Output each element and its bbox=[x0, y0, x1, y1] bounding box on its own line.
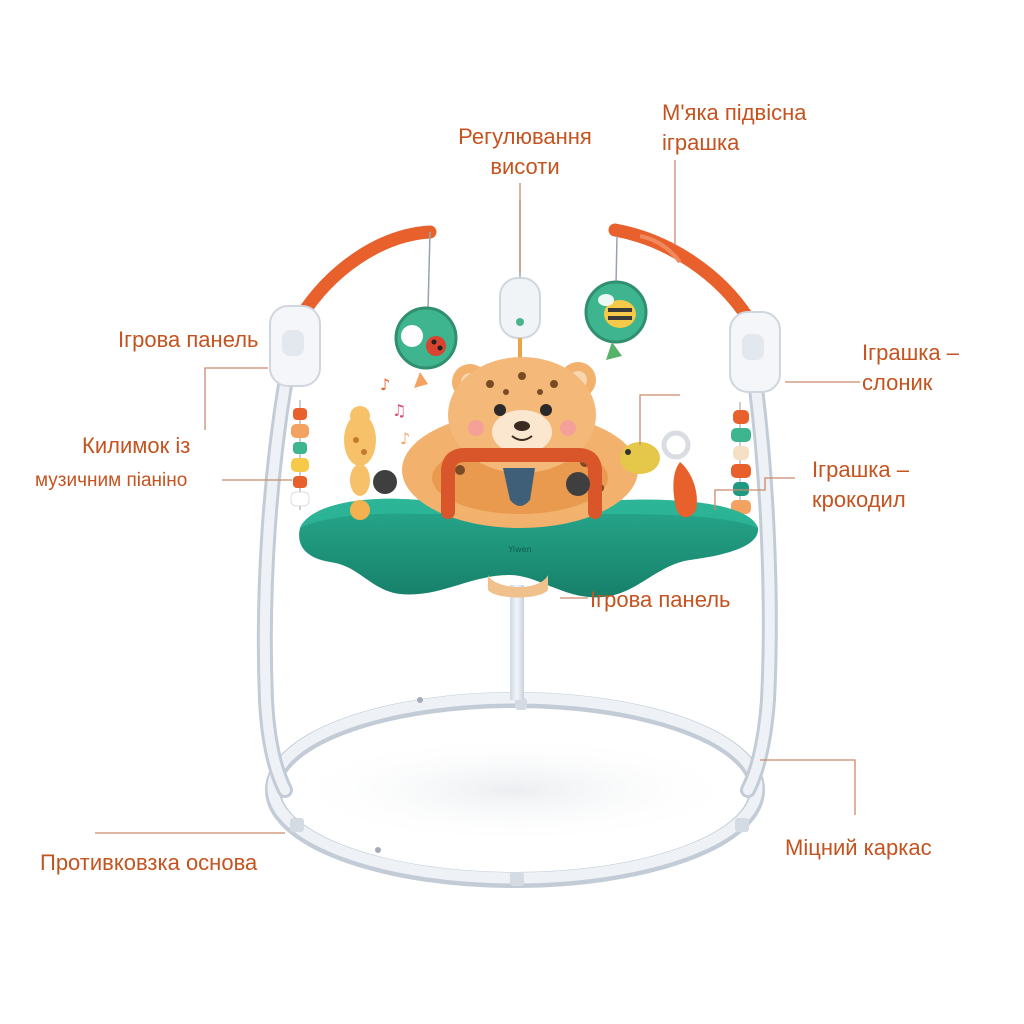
hanging-toy-bee bbox=[584, 280, 648, 360]
leopard-head bbox=[448, 357, 596, 473]
label-piano-mat-line1-wrap: Килимок із bbox=[82, 431, 190, 461]
leader-play-panel-left bbox=[204, 367, 268, 430]
svg-text:♫: ♫ bbox=[392, 401, 406, 420]
label-piano-mat-line2: музичним піаніно bbox=[35, 470, 188, 491]
svg-text:♪: ♪ bbox=[380, 375, 390, 394]
label-play-panel-left: Ігрова панель bbox=[118, 325, 259, 355]
label-soft-toy-line1: М'яка підвісна bbox=[662, 100, 807, 125]
crocodile-toy bbox=[661, 430, 697, 518]
leader-crocodile bbox=[714, 477, 795, 510]
label-piano-mat-line1: Килимок із bbox=[82, 433, 191, 458]
label-sturdy-frame-text: Міцний каркас bbox=[785, 835, 932, 860]
left-top-cap bbox=[269, 305, 321, 387]
leader-frame bbox=[760, 759, 856, 815]
brand-mark: Yiwen bbox=[507, 545, 531, 554]
label-crocodile-line2: крокодил bbox=[812, 487, 906, 512]
arch-left bbox=[293, 225, 437, 325]
label-soft-toy-line2: іграшка bbox=[662, 130, 740, 155]
elephant-toy bbox=[620, 442, 660, 474]
music-notes-decor: ♪ ♫ ♪ bbox=[380, 375, 410, 448]
label-elephant-toy: Іграшка – слоник bbox=[862, 338, 959, 398]
bead-string-left bbox=[290, 400, 310, 510]
label-soft-hanging-toy: М'яка підвісна іграшка bbox=[662, 98, 807, 158]
floor-shadow bbox=[285, 735, 745, 845]
svg-text:♪: ♪ bbox=[400, 429, 410, 448]
label-play-panel-left-text: Ігрова панель bbox=[118, 327, 259, 352]
right-top-cap bbox=[729, 311, 781, 393]
label-crocodile-line1: Іграшка – bbox=[812, 457, 909, 482]
center-pole bbox=[510, 585, 524, 700]
label-piano-mat-line2-wrap: музичним піаніно bbox=[35, 466, 187, 496]
label-anti-slip-base-text: Противковзка основа bbox=[40, 850, 258, 875]
label-elephant-line1: Іграшка – bbox=[862, 340, 959, 365]
label-sturdy-frame: Міцний каркас bbox=[785, 833, 932, 863]
label-play-panel-bottom-text: Ігрова панель bbox=[590, 587, 731, 612]
label-play-panel-bottom: Ігрова панель bbox=[590, 585, 731, 615]
hanging-toy-ladybug bbox=[394, 306, 458, 388]
height-adjust-knob bbox=[499, 277, 541, 360]
label-height-adjust: Регулювання висоти bbox=[445, 122, 605, 182]
arch-right bbox=[608, 223, 755, 325]
steering-bar bbox=[373, 448, 602, 519]
giraffe-rattle bbox=[344, 406, 376, 520]
label-crocodile-toy: Іграшка – крокодил bbox=[812, 455, 909, 515]
label-height-adjust-line2: висоти bbox=[490, 154, 560, 179]
label-elephant-line2: слоник bbox=[862, 370, 933, 395]
label-anti-slip-base: Противковзка основа bbox=[40, 848, 257, 878]
bead-string-right bbox=[731, 402, 751, 520]
leader-elephant-toy bbox=[639, 394, 680, 445]
callout-leaders bbox=[95, 160, 860, 834]
label-height-adjust-line1: Регулювання bbox=[458, 124, 592, 149]
